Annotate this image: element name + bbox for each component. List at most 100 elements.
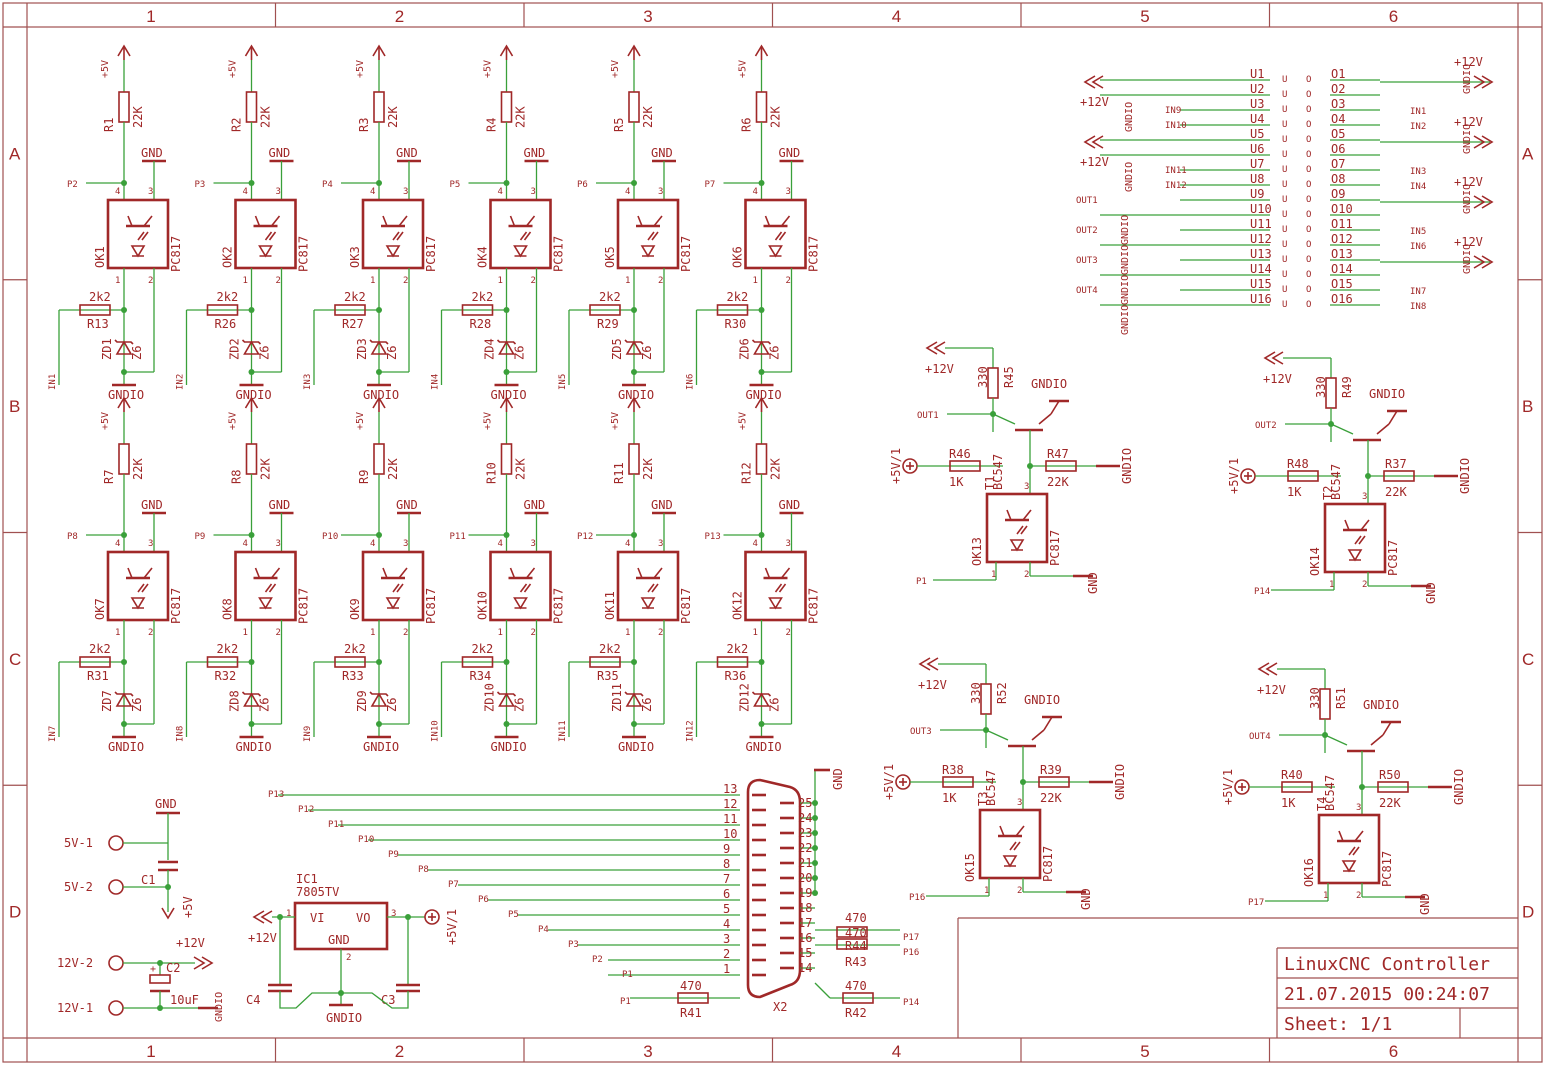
gndio-label: GNDIO: [1369, 387, 1405, 401]
gnd-label: GND: [141, 498, 163, 512]
junction-dot: [758, 369, 765, 375]
gnd-label: GND: [831, 768, 845, 790]
zener-bar: [496, 691, 517, 697]
db25-net: P14: [903, 998, 919, 1008]
resistor: [79, 304, 111, 316]
pin-number: 4: [498, 187, 503, 197]
base-value: 1K: [1281, 796, 1296, 810]
transistor-type: BC547: [984, 770, 998, 806]
supply-arrow: [117, 44, 131, 57]
supply-arrow: [244, 44, 259, 57]
gndio-label: GNDIO: [1124, 102, 1135, 132]
zener-bar: [241, 339, 262, 345]
emitter-lead: [1376, 423, 1390, 435]
gndio-label: GNDIO: [1120, 245, 1131, 275]
light-arrows: [774, 583, 787, 593]
pin-marker: U: [1282, 120, 1287, 130]
pin-number: 3: [276, 539, 281, 549]
connector-right-label: O3: [1331, 97, 1345, 111]
supply-arrow: [1473, 135, 1494, 149]
gnd-label: GND: [1418, 893, 1432, 915]
pin-marker: U: [1282, 105, 1287, 115]
gndio-label: GNDIO: [108, 740, 144, 754]
db25-pin-number: 5: [723, 902, 730, 916]
db25-pin-number: 24: [798, 811, 812, 825]
input-net: IN5: [558, 374, 568, 390]
connector-left-label: U3: [1250, 97, 1264, 111]
pin-marker: U: [1282, 225, 1287, 235]
collector-ref: R45: [1002, 366, 1016, 388]
photo-transistor-leads: [509, 215, 536, 227]
db25-pin-number: 23: [798, 826, 812, 840]
db25-net: P6: [478, 895, 489, 905]
port-net: P5: [450, 180, 461, 190]
connector-net-left: IN9: [1165, 106, 1181, 116]
connector-right-label: O6: [1331, 142, 1345, 156]
photo-transistor-leads: [382, 215, 408, 227]
opto-ref: OK10: [476, 591, 490, 620]
pullup-value: 22K: [769, 458, 783, 480]
port-net: P10: [322, 532, 338, 542]
zener-value: Z6: [385, 698, 399, 712]
supply-label: +12V: [1454, 235, 1483, 249]
opto-type: PC817: [552, 236, 566, 272]
opto-ref: OK9: [348, 598, 362, 620]
supply-arrow: [918, 657, 939, 671]
emitter-lead: [1050, 400, 1060, 415]
pullup-value: 22K: [514, 106, 528, 128]
supply-label: +5V: [228, 412, 239, 430]
connector-left-label: U8: [1250, 172, 1264, 186]
resistor: [755, 443, 768, 475]
optocoupler-body: [361, 550, 425, 622]
zener-value: Z6: [640, 346, 654, 360]
resistor: [836, 938, 868, 950]
pullup-ref: R8: [230, 470, 244, 484]
pin-number: 4: [753, 539, 758, 549]
capacitor-ref: C1: [141, 873, 155, 887]
collector-value: 330: [969, 682, 983, 704]
transistor-type: BC547: [1329, 464, 1343, 500]
pin-marker: U: [1282, 300, 1287, 310]
gnd-label: GND: [524, 146, 546, 160]
port-net: P6: [577, 180, 588, 190]
zener-diode: [625, 340, 643, 355]
connector-net-left: OUT3: [1076, 256, 1098, 266]
db25-net: P13: [268, 790, 284, 800]
base-value: 1K: [942, 791, 957, 805]
terminal: [108, 879, 124, 895]
series-ref: R35: [597, 669, 619, 683]
led-symbol: [130, 245, 146, 258]
connector-right-label: O7: [1331, 157, 1345, 171]
connector-right-label: O14: [1331, 262, 1353, 276]
emitter-value: 22K: [1040, 791, 1062, 805]
led-symbol: [640, 597, 656, 610]
connector-net-right: IN2: [1410, 122, 1426, 132]
series-value: 2k2: [89, 642, 111, 656]
zener-ref: ZD3: [355, 338, 369, 360]
resistor-ref: R43: [845, 955, 867, 969]
connector-left-label: U13: [1250, 247, 1272, 261]
capacitor-ref: C2: [166, 961, 180, 975]
column-label-bottom: 3: [643, 1042, 652, 1061]
junction-dot: [248, 369, 255, 375]
connector-net-right: IN7: [1410, 287, 1426, 297]
terminal: [108, 1000, 124, 1016]
terminal: [108, 835, 124, 851]
connector-net-left: IN10: [1165, 121, 1187, 131]
db25-pin-number: 25: [798, 796, 812, 810]
db25-pin-number: 21: [798, 856, 812, 870]
connector-left-label: U2: [1250, 82, 1264, 96]
base-ref: R48: [1287, 457, 1309, 471]
emitter-ref: R37: [1385, 457, 1407, 471]
supply-label: +12V: [1454, 55, 1483, 69]
pin-marker: U: [1282, 255, 1287, 265]
optocoupler-body: [744, 198, 807, 270]
pin-marker: U: [1282, 285, 1287, 295]
resistor: [716, 656, 749, 668]
db25-pin-number: 1: [723, 962, 730, 976]
db25-net: P11: [328, 820, 344, 830]
led-symbol: [768, 245, 783, 258]
